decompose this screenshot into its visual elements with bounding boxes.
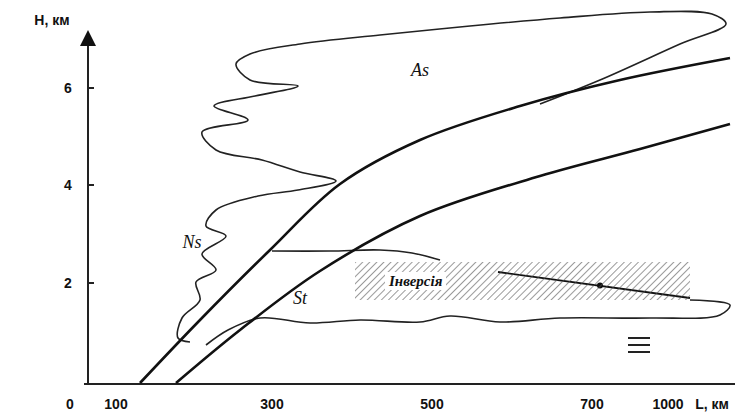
inversion-band: Інверсія xyxy=(355,262,690,300)
fog-symbol xyxy=(628,338,650,352)
tick-label: 500 xyxy=(420,397,443,411)
cloud-outline xyxy=(206,300,730,345)
tick-label: 100 xyxy=(104,397,127,411)
cloud-name: Ns xyxy=(182,233,201,251)
cloud-outline xyxy=(177,11,726,342)
cloud-outline xyxy=(272,250,440,260)
axis-title: H, км xyxy=(34,13,69,27)
tick-label: 4 xyxy=(64,178,72,192)
tick-label: 0 xyxy=(66,397,74,411)
tick-label: 700 xyxy=(580,397,603,411)
y-axis xyxy=(87,38,89,384)
front-surface-line xyxy=(176,124,730,383)
cloud-name: St xyxy=(293,289,307,307)
band-label: Інверсія xyxy=(385,272,446,291)
cloud-name: As xyxy=(411,61,429,79)
tick-label: 1000 xyxy=(652,397,683,411)
x-axis xyxy=(84,383,735,385)
tick xyxy=(88,184,94,186)
tick-label: 6 xyxy=(64,81,72,95)
tick-label: 300 xyxy=(260,397,283,411)
tick xyxy=(88,282,94,284)
tick xyxy=(88,87,94,89)
tick-label: 2 xyxy=(64,276,72,290)
axis-title: L, км xyxy=(695,397,729,411)
front-surface-line xyxy=(140,58,730,383)
